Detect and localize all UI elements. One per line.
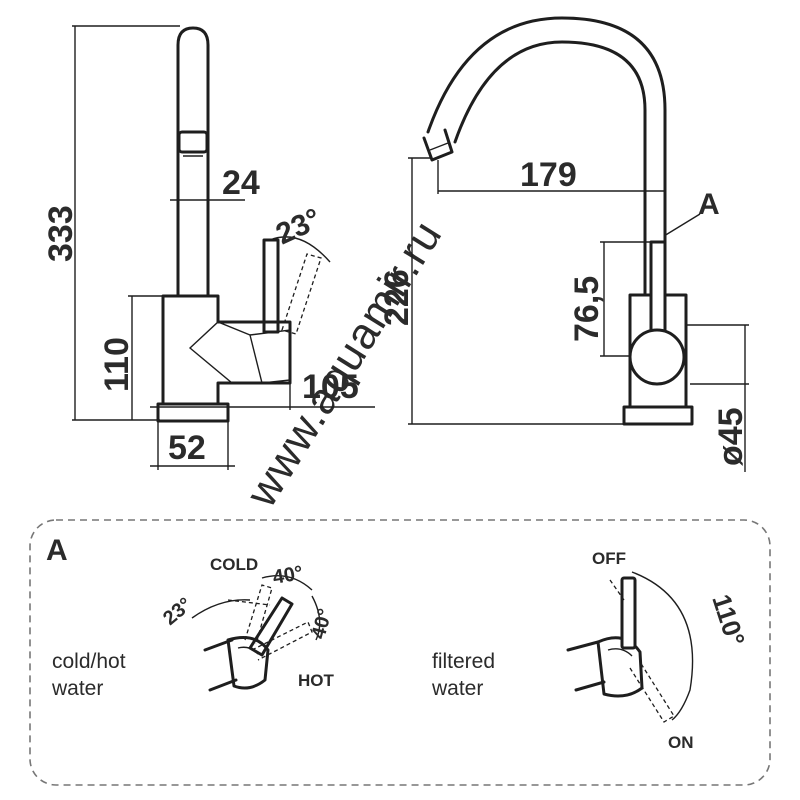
dim-lever-height: 76,5: [568, 276, 606, 342]
filter-caption-line1: filtered: [432, 650, 495, 673]
dim-body-diameter: ø45: [712, 407, 750, 466]
detail-marker-a: A: [698, 188, 720, 221]
dim-body-height: 110: [98, 337, 136, 392]
filter-lever-diagram: filtered water OFF ON 110°: [431, 549, 751, 752]
front-view: 179 226 A 76,5 ø45: [378, 16, 750, 472]
watermark-text: www.aquamir.ru: [236, 212, 451, 516]
dim-lever-reach: 105: [302, 368, 359, 406]
filter-angle-range: 110°: [706, 591, 751, 650]
detail-panel: A cold/hot water COLD HOT 23° 40° 40°: [29, 519, 771, 786]
mixer-label-cold: COLD: [210, 555, 258, 574]
dim-spout-reach: 179: [520, 156, 577, 194]
mixer-angle-hot: 40°: [308, 606, 337, 641]
filter-label-off: OFF: [592, 549, 626, 568]
side-view: 333 24 23° 110 105: [42, 25, 375, 470]
filter-label-on: ON: [668, 733, 694, 752]
mixer-lever-diagram: cold/hot water COLD HOT 23° 40° 40°: [51, 555, 337, 700]
mixer-angle-tilt: 23°: [159, 594, 196, 630]
filter-caption-line2: water: [431, 677, 483, 700]
mixer-label-hot: HOT: [298, 671, 335, 690]
mixer-caption-line2: water: [51, 677, 103, 700]
dim-spout-diameter: 24: [222, 164, 260, 202]
mixer-caption-line1: cold/hot: [52, 650, 126, 673]
mixer-angle-cold: 40°: [271, 562, 305, 589]
detail-panel-title: A: [46, 534, 68, 567]
dim-base-diameter: 52: [168, 429, 206, 467]
dim-spout-height: 226: [378, 269, 416, 326]
dim-total-height: 333: [42, 205, 80, 262]
